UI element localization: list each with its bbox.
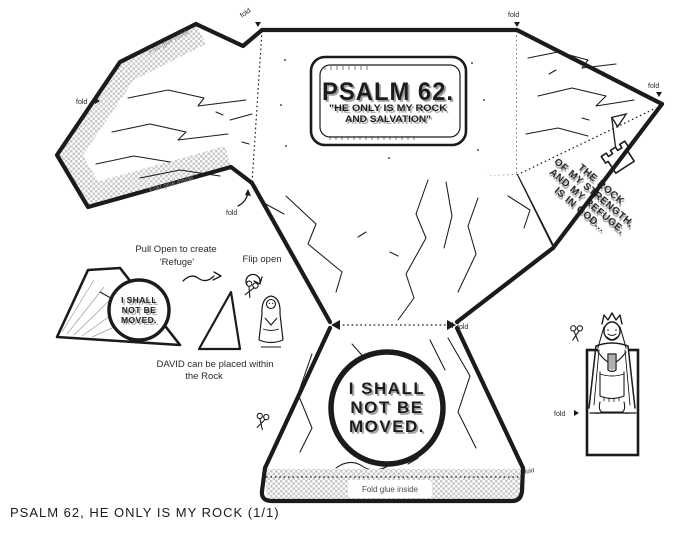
fold-line-diagonal bbox=[516, 107, 657, 176]
tab-outline bbox=[259, 465, 526, 504]
fold-label-band-left: fold bbox=[239, 7, 252, 19]
fold-marker-left-icon bbox=[448, 322, 453, 328]
left-wing-flap: Fold glue inside Fold glue inside bbox=[54, 21, 265, 210]
flip-open-arrowhead-icon bbox=[253, 276, 263, 285]
motto-line-1: I SHALL bbox=[349, 379, 426, 398]
rock-bottom-right-edge bbox=[454, 325, 526, 471]
fold-label-figure-base: fold bbox=[554, 411, 565, 418]
mini-motto-circle bbox=[107, 278, 171, 342]
bottom-glue-tab: Fold glue inside bbox=[259, 465, 526, 504]
band-and-wing-top-edge bbox=[259, 27, 665, 107]
fold-marker-down-icon bbox=[514, 22, 520, 27]
david-figure-cutout bbox=[585, 312, 640, 457]
mini-david-figure bbox=[258, 295, 284, 348]
big-motto-circle: I SHALL NOT BE MOVED. bbox=[328, 349, 446, 467]
fold-marker-down-icon bbox=[255, 22, 261, 27]
left-wing-cracks bbox=[95, 89, 253, 179]
pull-open-note-2: 'Refuge' bbox=[160, 257, 194, 268]
plaque-hatch-ticks-bottom bbox=[329, 136, 415, 140]
central-rock: I SHALL NOT BE MOVED. Fold glue inside bbox=[249, 175, 556, 504]
pull-open-note-1: Pull Open to create bbox=[135, 244, 216, 255]
glue-tab-label: Fold glue inside bbox=[362, 485, 419, 494]
fold-label-junction: fold bbox=[226, 210, 237, 217]
david-note-2: the Rock bbox=[185, 371, 223, 382]
fold-labels: fold fold fold fold fold fold fold fold bbox=[76, 7, 662, 476]
flip-open-arrow bbox=[245, 273, 261, 286]
fold-label-wing-tip: fold bbox=[648, 83, 659, 90]
right-wing-bottom-edge bbox=[550, 101, 665, 251]
crown-icon bbox=[601, 312, 623, 325]
top-band: PSALM 62. "HE ONLY IS MY ROCK AND SALVAT… bbox=[251, 30, 518, 184]
pinch-notch-left bbox=[331, 320, 340, 330]
pull-open-arrowhead-icon bbox=[212, 271, 222, 281]
motto-line-2: NOT BE bbox=[350, 398, 423, 417]
fold-line-left bbox=[251, 30, 263, 184]
fold-label-left-wing: fold bbox=[76, 99, 87, 106]
plaque-hatch-ticks-top bbox=[324, 66, 368, 70]
left-wing-top-notch bbox=[193, 21, 265, 49]
fold-arrowhead-icon bbox=[245, 189, 251, 196]
flip-open-flap-triangle bbox=[197, 290, 242, 351]
plaque-subtitle-2: AND SALVATION" bbox=[345, 114, 431, 124]
band-specks bbox=[280, 59, 485, 159]
left-wing-outline bbox=[54, 21, 255, 210]
page-title-footer: PSALM 62, HE ONLY IS MY ROCK (1/1) bbox=[10, 505, 280, 520]
mini-motto-line-1: I SHALL bbox=[121, 295, 157, 305]
fold-label-tab: fold bbox=[524, 468, 535, 476]
rock-bottom-left-edge bbox=[262, 325, 333, 471]
plaque-subtitle-1: "HE ONLY IS MY ROCK bbox=[329, 103, 448, 113]
fold-label-band-right: fold bbox=[508, 12, 519, 19]
pull-open-arrow bbox=[182, 275, 215, 282]
mini-rock-refuge: I SHALL NOT BE MOVED. bbox=[55, 266, 182, 347]
right-wing-flap: THE ROCK OF MY STRENGTH, AND MY REFUGE, … bbox=[259, 27, 665, 251]
mini-motto-line-2: NOT BE bbox=[122, 305, 157, 315]
mini-motto-line-3: MOVED. bbox=[121, 315, 157, 325]
title-plaque: PSALM 62. "HE ONLY IS MY ROCK AND SALVAT… bbox=[309, 55, 468, 147]
plaque-title: PSALM 62. bbox=[322, 78, 454, 106]
fold-marker-right-icon bbox=[95, 98, 100, 104]
fold-marker-down-icon bbox=[656, 92, 662, 97]
fold-marker-right-icon bbox=[574, 410, 579, 416]
rock-left-edge bbox=[249, 180, 333, 325]
motto-line-3: MOVED. bbox=[349, 417, 425, 436]
fold-label-pinch: fold bbox=[457, 324, 468, 331]
glue-hatch-areas bbox=[57, 24, 231, 207]
david-note-1: DAVID can be placed within bbox=[156, 359, 273, 370]
scissors-icon bbox=[567, 323, 584, 343]
scissors-icon bbox=[252, 410, 271, 431]
rock-right-edge bbox=[454, 245, 556, 325]
flip-open-note: Flip open bbox=[242, 254, 281, 265]
instruction-diagram: Pull Open to create 'Refuge' Flip open I… bbox=[55, 244, 284, 382]
